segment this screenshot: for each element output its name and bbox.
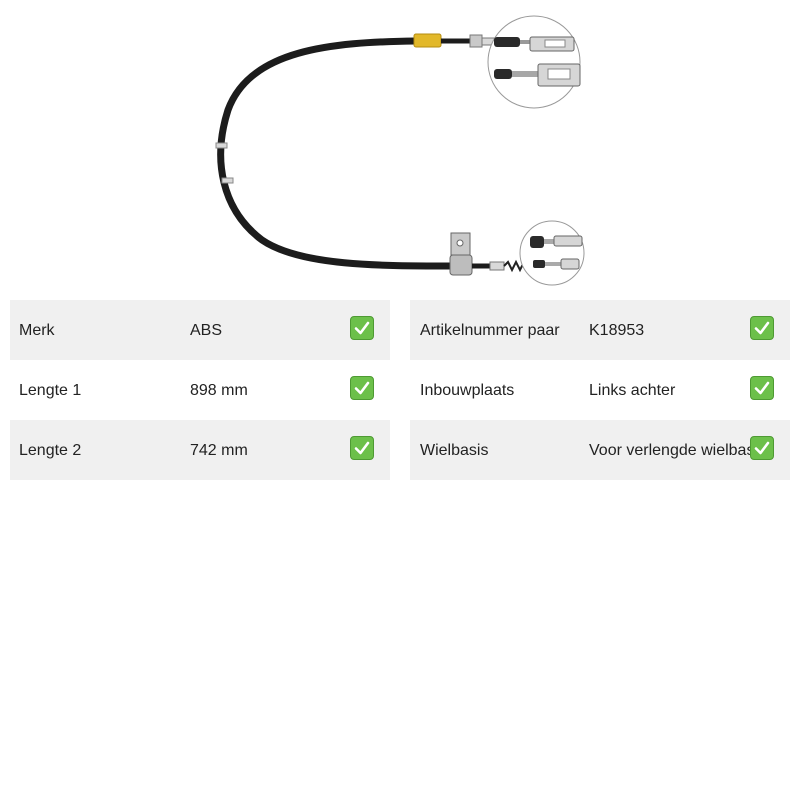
check-mark-icon	[350, 436, 374, 460]
spec-value: Voor verlengde wielbasis	[589, 442, 766, 459]
spec-row-inbouwplaats: Inbouwplaats Links achter	[410, 360, 790, 420]
spec-value: 898 mm	[190, 382, 248, 399]
spec-value: K18953	[589, 322, 645, 339]
spec-row-lengte-2: Lengte 2 742 mm	[10, 420, 390, 480]
detail-circle-top	[487, 15, 581, 109]
check-mark-icon	[350, 376, 374, 400]
spec-label: Lengte 1	[19, 382, 82, 399]
check-mark-icon	[750, 316, 774, 340]
spec-label: Inbouwplaats	[420, 382, 515, 399]
cable-clip-1	[215, 142, 228, 149]
spec-row-merk: Merk ABS	[10, 300, 390, 360]
spec-value: ABS	[190, 322, 223, 339]
cable-sleeve	[413, 33, 442, 48]
spec-label: Wielbasis	[420, 442, 489, 459]
check-mark-icon	[750, 436, 774, 460]
spec-label: Lengte 2	[19, 442, 82, 459]
spec-table-left: Merk ABS Lengte 1 898 mm Lengte 2 742 mm	[10, 300, 390, 480]
product-image	[215, 15, 585, 286]
spec-value: Links achter	[589, 382, 676, 399]
cable-clip-2	[221, 177, 234, 184]
spec-table-right: Artikelnummer paar K18953 Inbouwplaats L…	[410, 300, 790, 480]
spec-label: Artikelnummer paar	[420, 322, 560, 339]
check-mark-icon	[750, 376, 774, 400]
spec-value: 742 mm	[190, 442, 248, 459]
spec-row-lengte-1: Lengte 1 898 mm	[10, 360, 390, 420]
spec-row-artikelnummer-paar: Artikelnummer paar K18953	[410, 300, 790, 360]
spec-label: Merk	[19, 322, 55, 339]
detail-circle-bottom	[519, 220, 585, 286]
cable	[217, 37, 456, 270]
spec-row-wielbasis: Wielbasis Voor verlengde wielbasis	[410, 420, 790, 480]
check-mark-icon	[350, 316, 374, 340]
